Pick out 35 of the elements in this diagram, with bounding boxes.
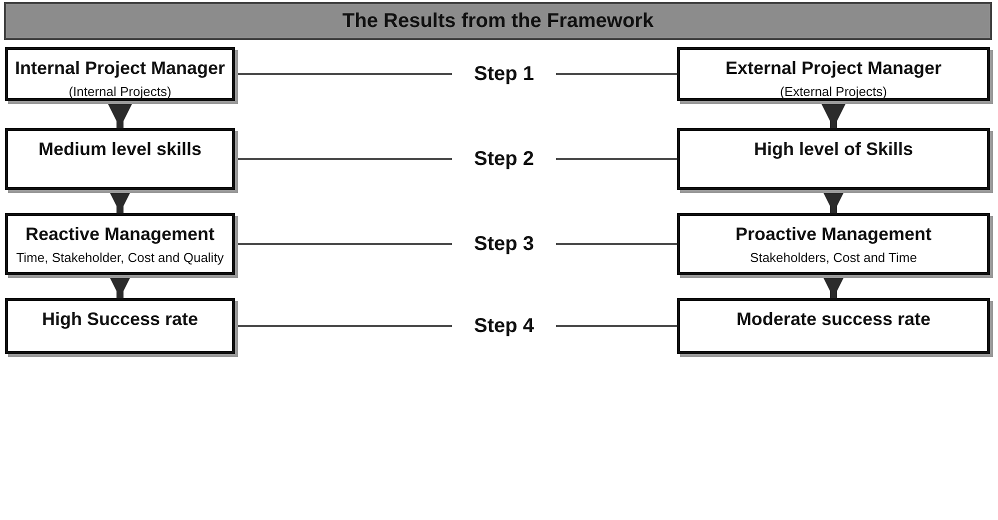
box-subtitle: (External Projects) — [780, 84, 887, 99]
box-heading: Medium level skills — [38, 139, 202, 160]
box-subtitle: (Internal Projects) — [68, 84, 172, 99]
connector-line — [235, 158, 452, 160]
box-heading: Reactive Management — [25, 224, 215, 245]
result-box — [5, 213, 235, 275]
connector-line — [235, 243, 452, 245]
title-banner: The Results from the Framework — [4, 2, 992, 40]
result-box — [677, 298, 990, 354]
result-box — [677, 128, 990, 190]
result-box — [677, 213, 990, 275]
box-heading: Proactive Management — [735, 224, 932, 245]
step-label: Step 2 — [474, 148, 534, 170]
box-heading: External Project Manager — [725, 58, 942, 79]
box-heading: High level of Skills — [754, 139, 914, 160]
box-subtitle: Time, Stakeholder, Cost and Quality — [16, 250, 224, 265]
connector-line — [556, 325, 677, 327]
box-heading: High Success rate — [42, 309, 198, 330]
connector-line — [235, 325, 452, 327]
result-box — [5, 47, 235, 101]
step-label: Step 1 — [474, 62, 534, 86]
box-subtitle: Stakeholders, Cost and Time — [750, 250, 917, 265]
box-heading: Internal Project Manager — [14, 58, 226, 79]
step-label: Step 4 — [474, 314, 534, 338]
connector-line — [556, 158, 677, 160]
connector-line — [556, 73, 677, 75]
box-heading: Moderate success rate — [736, 309, 931, 330]
result-box — [5, 128, 235, 190]
arrow — [108, 104, 132, 128]
connector-line — [556, 243, 677, 245]
result-box — [5, 298, 235, 354]
connector-line — [235, 73, 452, 75]
step-label: Step 3 — [474, 232, 534, 256]
arrow — [822, 104, 846, 128]
result-box — [677, 47, 990, 101]
